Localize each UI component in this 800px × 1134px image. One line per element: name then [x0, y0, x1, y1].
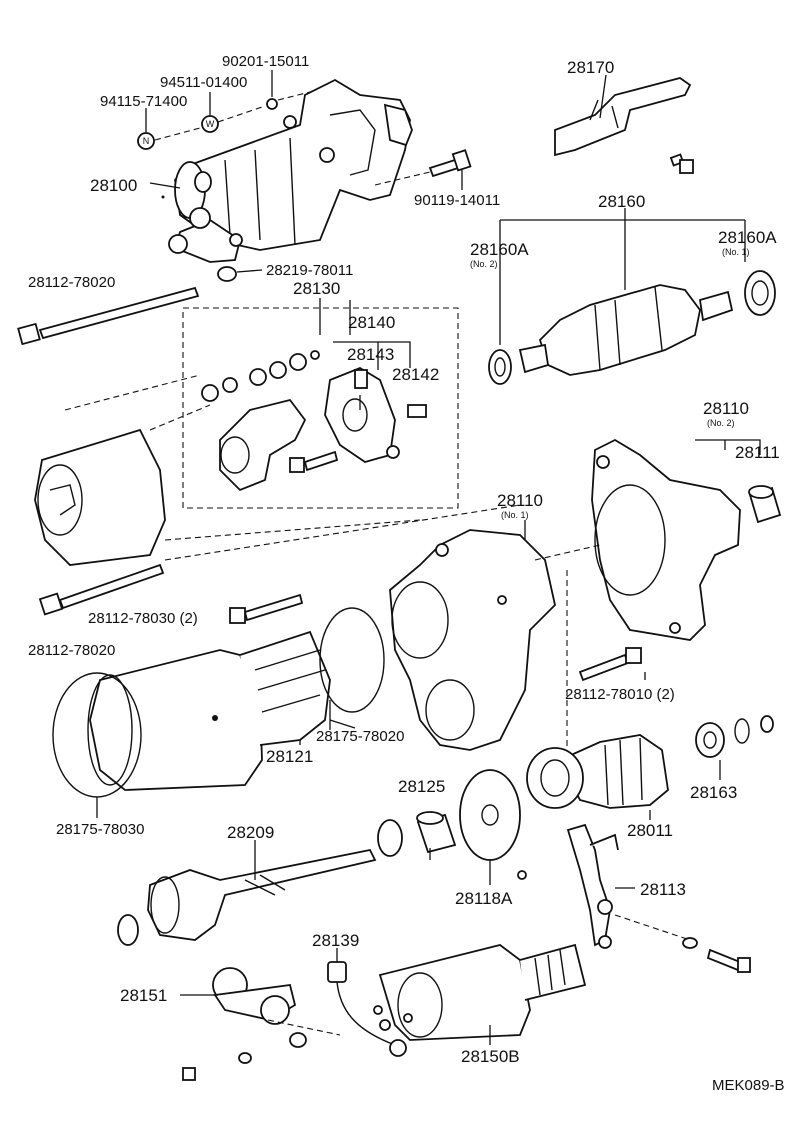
through-bolt-28112-78010	[578, 647, 642, 682]
label-28112-78010: 28112-78010 (2)	[565, 686, 675, 703]
label-28118A: 28118A	[455, 889, 513, 908]
label-28110-no2-note: (No. 2)	[707, 418, 735, 428]
washer-28125	[377, 819, 403, 857]
label-28163: 28163	[690, 783, 737, 802]
label-28112-78020-lower: 28112-78020	[28, 642, 115, 659]
label-28110-no2: 28110	[703, 399, 749, 418]
through-bolt-28112-78020-upper	[17, 286, 200, 346]
bushing-28111	[748, 485, 782, 524]
washer-28151	[289, 1032, 307, 1048]
label-28160A-no2: 28160A	[470, 240, 529, 259]
label-90201-15011: 90201-15011	[222, 53, 309, 70]
brush-holder-28140	[324, 366, 400, 463]
lever-bracket-28151	[212, 967, 297, 1025]
nut-n-marker	[137, 132, 155, 150]
collar-28163	[695, 715, 774, 758]
label-28175-78020: 28175-78020	[316, 728, 404, 745]
label-28160A-no1: 28160A	[718, 228, 777, 247]
label-28110-no1-note: (No. 1)	[501, 510, 529, 520]
washer-28219	[217, 266, 237, 282]
plunger-28139	[327, 961, 407, 1057]
label-28160: 28160	[598, 192, 645, 211]
label-90119-14011: 90119-14011	[414, 192, 500, 209]
label-28125: 28125	[398, 777, 445, 796]
pivot-bolt-28113	[706, 948, 751, 973]
washer-w-marker	[201, 115, 219, 133]
label-28175-78030: 28175-78030	[56, 821, 144, 838]
label-28112-78020-upper: 28112-78020	[28, 274, 115, 291]
bolt-90119	[428, 149, 472, 178]
label-94511-01400: 94511-01400	[160, 74, 247, 91]
label-28113: 28113	[640, 880, 686, 899]
brush-bracket	[219, 398, 307, 492]
spacer-rings	[201, 350, 320, 402]
drive-lever-28113	[566, 823, 619, 949]
center-bracket-28118A	[459, 769, 527, 880]
armature-28160	[518, 284, 734, 376]
starter-assembly	[161, 78, 413, 263]
clip-28113	[682, 937, 698, 949]
label-28110-no1: 28110	[497, 491, 543, 510]
label-28130: 28130	[293, 279, 340, 298]
o-ring-28175-78020	[319, 607, 385, 713]
bracket-28170	[554, 77, 692, 157]
label-28151: 28151	[120, 986, 167, 1005]
label-28150B: 28150B	[461, 1047, 520, 1066]
washer-small	[238, 1052, 252, 1064]
marker-w: W	[206, 119, 215, 129]
gasket-90201	[266, 98, 278, 110]
through-bolt-28112-78020-lower	[38, 563, 165, 616]
label-28140: 28140	[348, 313, 395, 332]
end-cover	[34, 428, 166, 566]
label-28121: 28121	[266, 747, 313, 766]
label-28160A-no2-note: (No. 2)	[470, 259, 498, 269]
yoke-28121	[87, 630, 331, 791]
label-28139: 28139	[312, 931, 359, 950]
label-28011: 28011	[627, 821, 673, 840]
label-94115-71400: 94115-71400	[100, 93, 187, 110]
label-28170: 28170	[567, 58, 614, 77]
bearing-28160A-no1	[744, 270, 776, 316]
brush-holder-group-28130	[182, 307, 459, 509]
label-28143: 28143	[347, 345, 394, 364]
label-28111: 28111	[735, 443, 780, 462]
bolt-28130	[289, 450, 339, 473]
planetary-shaft-28209	[147, 848, 377, 941]
through-bolt-28112-78030	[229, 593, 304, 624]
housing-28110-no1	[389, 529, 556, 751]
label-28160A-no1-note: (No. 1)	[722, 247, 750, 257]
label-28100: 28100	[90, 176, 137, 195]
label-28219-78011: 28219-78011	[266, 262, 353, 279]
bearing-28160A-no2	[488, 349, 512, 385]
drive-housing-28110-no2	[591, 438, 741, 641]
diagram-code: MEK089-B	[712, 1077, 785, 1094]
bolt-small-28170	[669, 153, 694, 174]
label-28142: 28142	[392, 365, 439, 384]
bushing-28125	[416, 811, 457, 854]
nut-28151	[182, 1067, 196, 1081]
label-28209: 28209	[227, 823, 274, 842]
marker-n: N	[143, 136, 150, 146]
washer-28209	[117, 914, 139, 946]
pinion-clutch-28011	[526, 734, 669, 809]
brush-28142	[407, 404, 427, 418]
label-28112-78030: 28112-78030 (2)	[88, 610, 198, 627]
magnet-switch-28150B	[373, 943, 587, 1041]
